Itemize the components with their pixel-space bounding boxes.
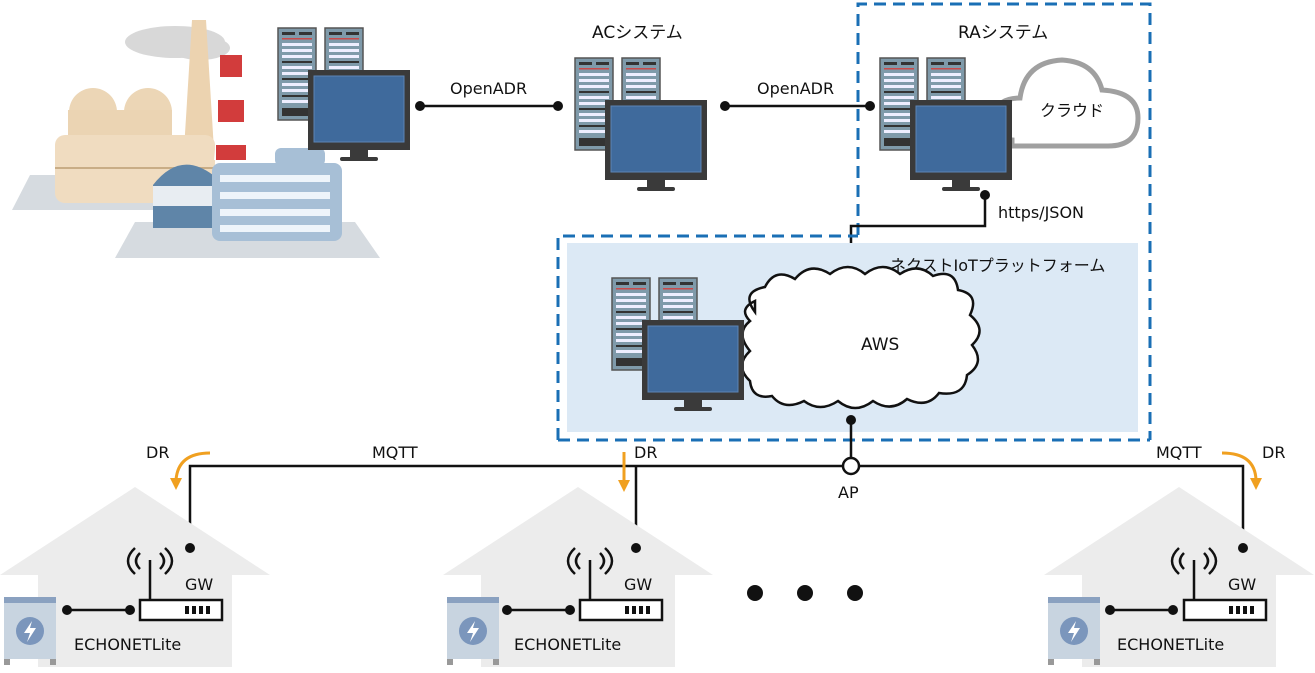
mqtt-right-label: MQTT	[1156, 443, 1202, 462]
platform-title: ネクストIoTプラットフォーム	[890, 256, 1105, 275]
ap-label: AP	[838, 483, 859, 502]
gateway-icon	[578, 598, 664, 622]
gateway-icon	[138, 598, 224, 622]
wifi-icon	[566, 547, 614, 575]
home-1-echonet-label: ECHONETLite	[74, 635, 181, 654]
ac-system: ACシステム	[575, 23, 707, 191]
aws-label: AWS	[861, 335, 899, 355]
ra-server-icon	[880, 58, 1012, 191]
gateway-icon	[1182, 598, 1268, 622]
wifi-icon	[1170, 547, 1218, 575]
next-iot-platform: ネクストIoTプラットフォーム AWS	[556, 234, 1150, 442]
home-1-gw-label: GW	[185, 575, 213, 594]
home-3-dr-label: DR	[1262, 443, 1285, 462]
ra-cloud-label: クラウド	[1040, 101, 1104, 120]
ra-system-title: RAシステム	[958, 23, 1048, 43]
home-2-dr-label: DR	[634, 443, 657, 462]
ac-server-icon	[575, 58, 707, 191]
mqtt-left-label: MQTT	[372, 443, 418, 462]
home-3-gw-label: GW	[1228, 575, 1256, 594]
power-plant-illustration	[12, 20, 380, 258]
home-1-dr-label: DR	[146, 443, 169, 462]
ra-system-boundary	[856, 2, 1152, 440]
https-json-label: https/JSON	[998, 203, 1084, 222]
home-3-echonet-label: ECHONETLite	[1117, 635, 1224, 654]
home-3-details: DR GW ECHONETLite	[1105, 443, 1285, 654]
utility-server-workstation	[278, 28, 410, 161]
openadr-left-label: OpenADR	[450, 79, 527, 98]
home-2-echonet-label: ECHONETLite	[514, 635, 621, 654]
home-1-details: DR GW ECHONETLite	[62, 443, 224, 654]
openadr-link-right: OpenADR	[720, 79, 875, 111]
ac-system-title: ACシステム	[592, 23, 683, 43]
home-2-details: DR GW ECHONETLite	[502, 443, 664, 654]
openadr-right-label: OpenADR	[757, 79, 834, 98]
aws-cloud-icon	[740, 265, 981, 410]
more-homes-ellipsis	[747, 585, 863, 601]
mqtt-bus: AP MQTT MQTT	[188, 415, 1245, 548]
access-point-node	[841, 456, 861, 476]
ra-system: RAシステム クラウド	[880, 23, 1141, 191]
openadr-link-left: OpenADR	[415, 79, 563, 111]
wifi-icon	[126, 547, 174, 575]
home-2-gw-label: GW	[624, 575, 652, 594]
